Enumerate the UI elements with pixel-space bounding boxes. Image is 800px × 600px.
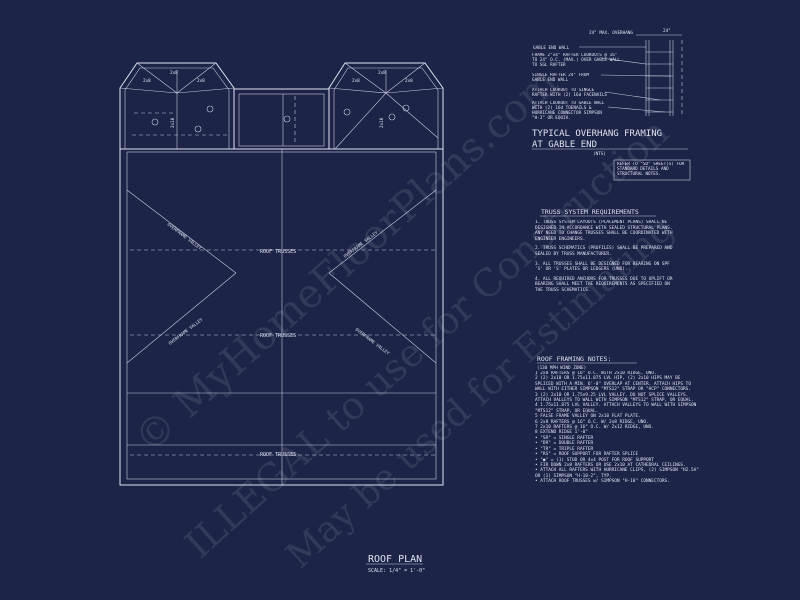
refer-note: REFER TO "SD" SHEET(S) FOR STANDARD DETA… bbox=[617, 162, 685, 177]
note-item: 7 2x10 RAFTERS @ 16" O.C. W/ 2x12 RIDGE,… bbox=[535, 425, 654, 431]
note-item: 8 EXTEND RIDGE 1'-0" bbox=[535, 430, 588, 436]
notes-heading: ROOF FRAMING NOTES: bbox=[537, 355, 611, 363]
note-item: • FIR DOWN 2x8 RAFTERS OR USE 2x10 AT CA… bbox=[535, 462, 686, 468]
detail-framing-sketch bbox=[579, 40, 683, 116]
plan-scale: SCALE: 1/4" = 1'-0" bbox=[368, 568, 425, 574]
plan-callout-markers bbox=[151, 104, 410, 133]
note-item: • "DR" = DOUBLE RAFTER bbox=[535, 441, 594, 447]
overhang-detail: 24" MAX. OVERHANG 24" GABLE END WALL FRA… bbox=[532, 28, 691, 181]
detail-callout: ATTACH LOOKOUT TO GABLE WALL WITH (2) 16… bbox=[532, 101, 605, 121]
detail-callout: GABLE END WALL bbox=[533, 45, 570, 51]
rafter-label: 2x8 bbox=[352, 78, 360, 84]
rafter-label: 2x8 bbox=[143, 78, 151, 84]
overframe-valley-label: OVERFRAME VALLEY bbox=[166, 222, 203, 252]
note-item: • "TR" = TRIPLE RAFTER bbox=[535, 446, 594, 452]
detail-dim-side: 24" bbox=[663, 28, 671, 34]
note-item: • "SR" = SINGLE RAFTER bbox=[535, 435, 594, 441]
detail-callout: SINGLE RAFTER 24" FROM GABLE END WALL bbox=[532, 73, 589, 83]
roof-trusses-label: ROOF TRUSSES bbox=[260, 249, 296, 255]
rafter-label: 2x10 bbox=[170, 117, 176, 128]
right-wing bbox=[328, 62, 444, 150]
rafter-size-labels: 2x8 2x8 2x8 2x8 2x8 2x8 2x10 2x10 bbox=[143, 70, 413, 128]
note-item: • ATTACH ROOF TRUSSES w/ SIMPSON "H-10" … bbox=[535, 479, 670, 485]
note-item: • "●" = (1) STUD OR 4x4 POST FOR ROOF SU… bbox=[535, 457, 654, 463]
detail-dim-top: 24" MAX. OVERHANG bbox=[589, 30, 633, 36]
truss-heading: TRUSS SYSTEM REQUIREMENTS bbox=[541, 208, 639, 216]
note-item: 3 (2) 2x10 OR 1.75x9.25 LVL VALLEY. DO N… bbox=[535, 392, 694, 404]
rafter-label: 2x8 bbox=[405, 78, 413, 84]
detail-title-line-1: TYPICAL OVERHANG FRAMING bbox=[532, 129, 662, 139]
note-item: 5 FALSE FRAME VALLEY ON 2x10 FLAT PLATE. bbox=[535, 414, 641, 420]
truss-item: 3. ALL TRUSSES SHALL BE DESIGNED FOR BEA… bbox=[535, 261, 670, 273]
note-item: 1 2x8 RAFTERS @ 16" O.C. WITH 2x10 RIDGE… bbox=[535, 371, 657, 376]
truss-span-lines bbox=[127, 249, 436, 456]
rafter-label: 2x8 bbox=[197, 78, 205, 84]
roof-trusses-label: ROOF TRUSSES bbox=[260, 333, 296, 339]
note-item: 4 1.75x11.875 LVL VALLEY. ATTACH VALLEYS… bbox=[535, 403, 697, 414]
overframe-valley-label: OVERFRAME VALLEY bbox=[168, 317, 205, 347]
detail-nts: (NTS) bbox=[593, 151, 606, 157]
rafter-label: 2x8 bbox=[378, 70, 386, 76]
truss-item: 2. TRUSS SCHEMATICS (PROFILES) SHALL BE … bbox=[535, 246, 673, 257]
note-item: 6 2x8 RAFTERS @ 16" O.C. W/ 2x8 RIDGE, U… bbox=[535, 419, 649, 425]
notes-subheading: (130 MPH WIND ZONE) bbox=[537, 365, 586, 371]
truss-item: 4. ALL REQUIRED ANCHORS FOR TRUSSES DUE … bbox=[535, 276, 673, 293]
roof-trusses-label: ROOF TRUSSES bbox=[260, 452, 296, 458]
truss-item: 1. TRUSS SYSTEM LAYOUTS (PLACEMENT PLANS… bbox=[535, 220, 673, 242]
wall-line bbox=[126, 151, 437, 480]
rafter-label: 2x8 bbox=[170, 70, 178, 76]
detail-callout: ATTACH LOOKOUT TO SINGLE RAFTER WITH (2)… bbox=[532, 88, 608, 98]
detail-callout: FRAME 2"x4" RAFTER LOOKOUTS @ 16" TO 24"… bbox=[532, 53, 620, 68]
refer-note-box bbox=[613, 159, 691, 181]
overframe-valleys bbox=[126, 189, 437, 364]
detail-title-line-2: AT GABLE END bbox=[532, 140, 597, 150]
note-item: • ATTACH ALL RAFTERS WITH HURRICANE CLIP… bbox=[535, 468, 699, 479]
rafter-label: 2x10 bbox=[379, 117, 385, 128]
plan-title: ROOF PLAN bbox=[368, 554, 422, 565]
roof-framing-notes: ROOF FRAMING NOTES: (130 MPH WIND ZONE) … bbox=[535, 355, 699, 485]
overframe-valley-label: OVERFRAME VALLEY bbox=[354, 327, 391, 357]
note-item: • "RS" = ROOF SUPPORT FOR RAFTER SPLICE bbox=[535, 452, 639, 458]
note-item: 2 (2) 2x10 OR 1.75x11.875 LVL HIP, (2) 2… bbox=[535, 376, 691, 393]
center-bay bbox=[233, 88, 330, 150]
truss-requirements: TRUSS SYSTEM REQUIREMENTS 1. TRUSS SYSTE… bbox=[535, 208, 673, 293]
